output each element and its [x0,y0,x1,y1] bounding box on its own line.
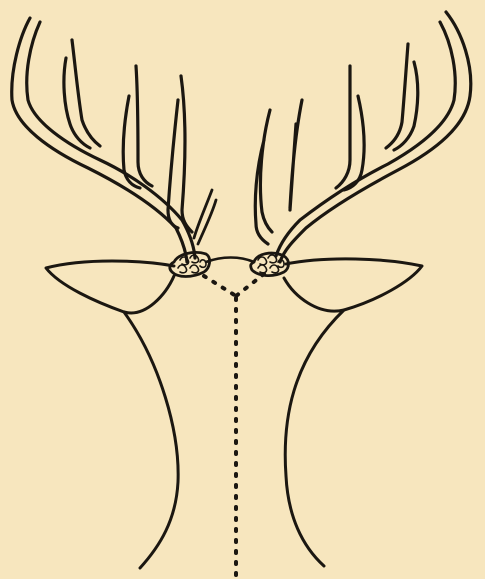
figure-canvas [0,0,485,579]
deer-head-drawing [0,0,485,579]
